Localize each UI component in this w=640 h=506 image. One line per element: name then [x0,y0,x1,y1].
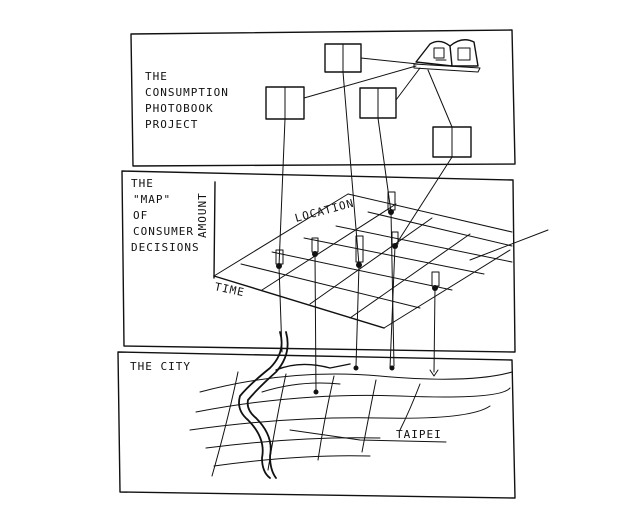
panel-frame [117,351,516,499]
axis-label-amount: AMOUNT [196,192,209,238]
connector [360,57,419,65]
map-title-line-1: THE [131,177,154,190]
axis-label-location: LOCATION [293,197,355,225]
map-title: THE "MAP" OF CONSUMER DECISIONS [131,177,200,254]
city-title: THE CITY [130,360,191,373]
project-title-line-2: CONSUMPTION [145,86,229,99]
consumption-point [353,365,359,371]
projection-lines [278,71,453,393]
panel-map-of-decisions: THE "MAP" OF CONSUMER DECISIONS AMOUNT L… [121,170,549,353]
project-title-line-4: PROJECT [145,118,198,131]
street-grid [189,371,513,477]
connector [395,67,421,101]
consumption-point [389,365,395,371]
open-book-icon [413,39,481,73]
project-title-line-1: THE [145,70,168,83]
photo-frame-icon [359,87,397,119]
map-title-line-5: DECISIONS [131,241,200,254]
photo-frame-icon [265,86,305,120]
consumption-point [313,389,319,395]
panel-photobook-project: THE CONSUMPTION PHOTOBOOK PROJECT [130,29,516,167]
photo-frame-icon [324,43,362,73]
axis-label-time: TIME [213,280,246,299]
panel-the-city: THE CITY TAIPEI [117,331,516,499]
decision-grid [213,193,549,329]
river [238,331,351,479]
map-title-line-3: OF [133,209,148,222]
decision-bar [431,271,440,291]
map-title-line-4: CONSUMER [133,225,194,238]
photo-frame-icon [432,126,472,158]
panel-frame [130,29,516,167]
connector [427,69,453,128]
connector [303,65,417,99]
project-title: THE CONSUMPTION PHOTOBOOK PROJECT [145,70,229,131]
city-place-label: TAIPEI [396,428,442,441]
map-title-line-2: "MAP" [133,193,171,206]
amount-axis [213,181,216,279]
panel-frame [121,170,516,353]
arrow-marker [429,369,439,377]
project-title-line-3: PHOTOBOOK [145,102,214,115]
